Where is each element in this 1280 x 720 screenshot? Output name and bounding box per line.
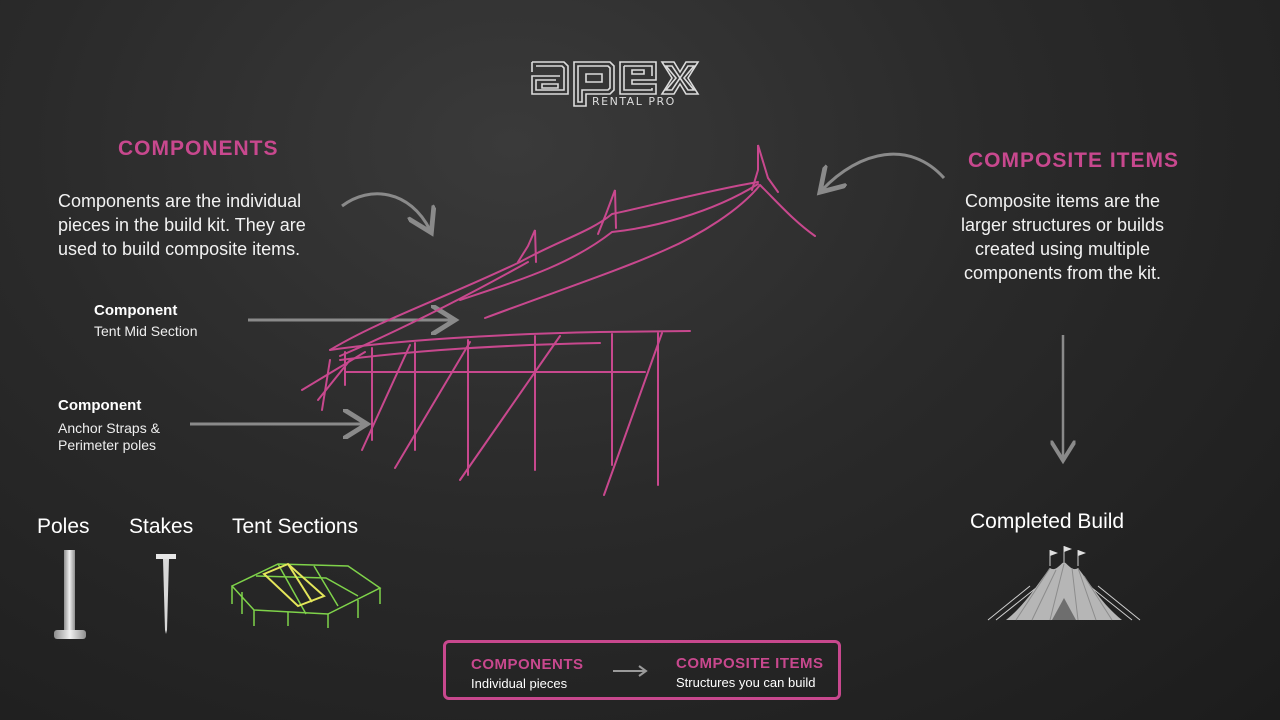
summary-composite-sub: Structures you can build (676, 675, 816, 690)
summary-box: COMPONENTS Individual pieces COMPOSITE I… (443, 640, 841, 700)
summary-components-sub: Individual pieces (471, 676, 568, 691)
thumb-label-tent-sections: Tent Sections (232, 515, 359, 538)
stake-icon (156, 554, 176, 634)
curved-arrow-right (822, 152, 946, 190)
summary-composite-heading: COMPOSITE ITEMS (676, 655, 824, 672)
tent-sketch (301, 144, 816, 496)
summary-components-heading: COMPONENTS (471, 656, 584, 673)
arrow-right-icon (613, 665, 648, 677)
callout-mid-section: Component Tent Mid Section (94, 302, 198, 339)
components-description: Components are the individual pieces in … (58, 191, 306, 259)
composite-items-heading: COMPOSITE ITEMS (968, 149, 1180, 172)
callout-anchor-straps: Component Anchor Straps & Perimeter pole… (58, 397, 160, 453)
thumb-label-stakes: Stakes (129, 515, 194, 538)
composite-items-description: Composite items are the larger structure… (960, 191, 1165, 283)
thumb-label-poles: Poles (37, 515, 90, 538)
completed-tent-icon (987, 546, 1141, 621)
curved-arrow-left (341, 192, 430, 230)
tent-sections-icon (230, 562, 382, 628)
components-heading: COMPONENTS (118, 137, 279, 160)
apex-logo (531, 61, 700, 107)
completed-build-label: Completed Build (970, 510, 1125, 533)
pole-icon (54, 550, 86, 639)
logo-subtitle: RENTAL PRO (592, 95, 676, 108)
